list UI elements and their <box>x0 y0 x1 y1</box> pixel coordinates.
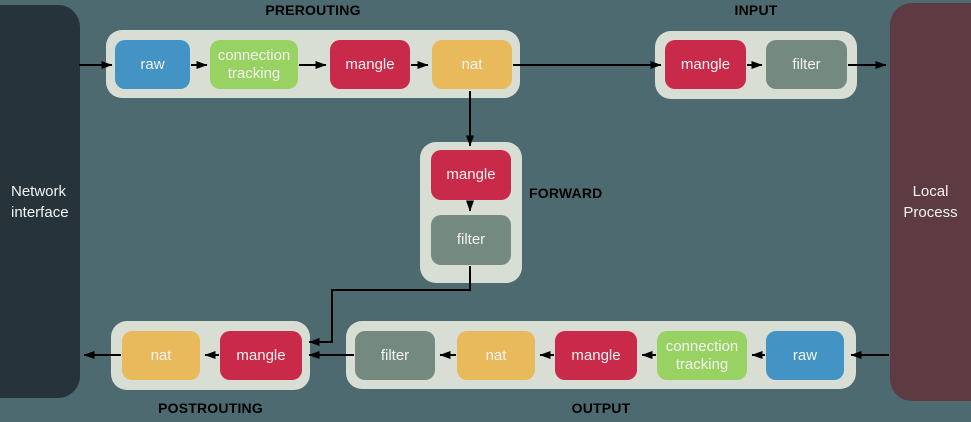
chain-label-input: INPUT <box>734 2 778 18</box>
local-process-label-line1: Local <box>912 183 949 200</box>
chain-label-output: OUTPUT <box>571 400 631 416</box>
local-process-label-line2: Process <box>903 204 958 221</box>
prerouting-table-mangle: mangle <box>330 40 410 89</box>
chain-label-postrouting: POSTROUTING <box>158 400 263 416</box>
forward-table-mangle: mangle <box>431 150 511 200</box>
input-table-filter: filter <box>766 40 847 89</box>
prerouting-table-raw: raw <box>115 40 190 89</box>
chain-label-forward: FORWARD <box>529 185 603 201</box>
output-table-conntrack: connection tracking <box>657 331 747 380</box>
forward-table-filter: filter <box>431 215 511 265</box>
prerouting-table-nat: nat <box>432 40 512 89</box>
network-interface-label-line2: interface <box>11 203 69 221</box>
output-table-mangle: mangle <box>555 331 637 380</box>
input-table-mangle: mangle <box>665 40 746 89</box>
prerouting-table-conntrack: connection tracking <box>210 40 298 89</box>
network-interface-node: Network interface <box>0 5 80 398</box>
postrouting-table-nat: nat <box>122 331 200 380</box>
local-process-node: Local Process <box>890 3 971 401</box>
chain-label-prerouting: PREROUTING <box>265 2 361 18</box>
postrouting-table-mangle: mangle <box>220 331 302 380</box>
output-table-nat: nat <box>457 331 535 380</box>
network-interface-label-line1: Network <box>11 182 67 200</box>
output-table-filter: filter <box>355 331 435 380</box>
output-table-raw: raw <box>766 331 844 380</box>
